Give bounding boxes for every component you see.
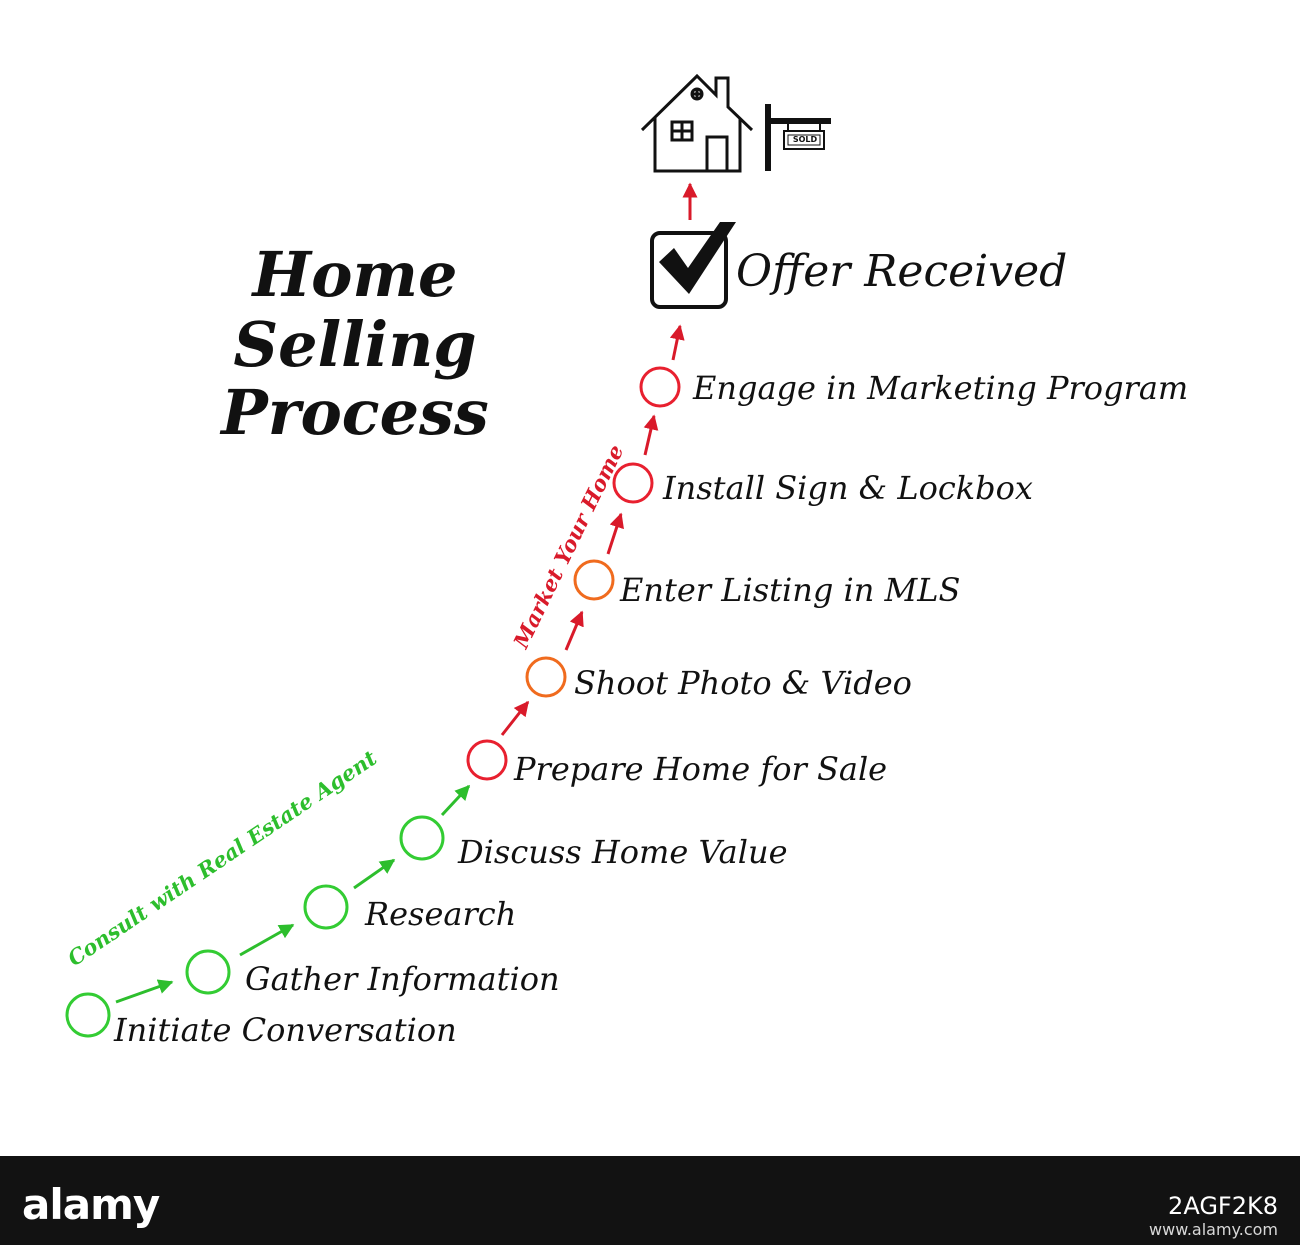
arrow-2-3	[239, 923, 295, 957]
arrow-7-8	[606, 512, 624, 555]
arrow-4-5	[440, 784, 471, 817]
sold-sign-text: SOLD	[792, 135, 818, 144]
step-marker-1	[65, 992, 111, 1038]
footer-image-id: 2AGF2K8	[1168, 1192, 1278, 1220]
step-label-5: Prepare Home for Sale	[514, 750, 888, 788]
arrow-8-9	[643, 414, 659, 456]
step-marker-3	[303, 884, 349, 930]
arrow-5-6	[500, 700, 530, 736]
step-label-3: Research	[365, 895, 517, 933]
step-label-9: Engage in Marketing Program	[693, 369, 1189, 407]
checkbox-check-icon	[650, 222, 736, 309]
offer-received-label: Offer Received	[736, 246, 1068, 297]
footer-url: www.alamy.com	[1149, 1220, 1278, 1239]
step-label-6: Shoot Photo & Video	[574, 664, 912, 702]
watermark-footer: alamy 2AGF2K8 www.alamy.com	[0, 1156, 1300, 1245]
step-marker-8	[612, 462, 654, 504]
arrow-9-offer	[669, 324, 685, 361]
step-marker-5	[466, 739, 508, 781]
step-label-8: Install Sign & Lockbox	[663, 469, 1033, 507]
step-marker-4	[399, 815, 445, 861]
process-diagram	[65, 73, 831, 1038]
arrow-3-4	[353, 858, 396, 890]
arrow-6-7	[564, 610, 584, 651]
arrow-1-2	[115, 979, 174, 1004]
title-line-2: Selling	[233, 308, 477, 381]
title-line-3: Process	[221, 376, 489, 449]
step-marker-7	[573, 559, 615, 601]
footer-brand-logo: alamy	[22, 1180, 160, 1229]
diagram-canvas: Home Selling Process SOLD Consult with R…	[62, 73, 1189, 1049]
title-line-1: Home	[252, 238, 458, 311]
step-marker-6	[525, 656, 567, 698]
step-label-4: Discuss Home Value	[458, 833, 788, 871]
step-label-1: Initiate Conversation	[114, 1011, 457, 1049]
step-label-7: Enter Listing in MLS	[620, 571, 961, 609]
house-icon	[640, 73, 754, 173]
sold-sign-icon	[765, 104, 831, 171]
step-marker-2	[185, 949, 231, 995]
step-label-2: Gather Information	[245, 960, 560, 998]
step-marker-9	[639, 366, 681, 408]
